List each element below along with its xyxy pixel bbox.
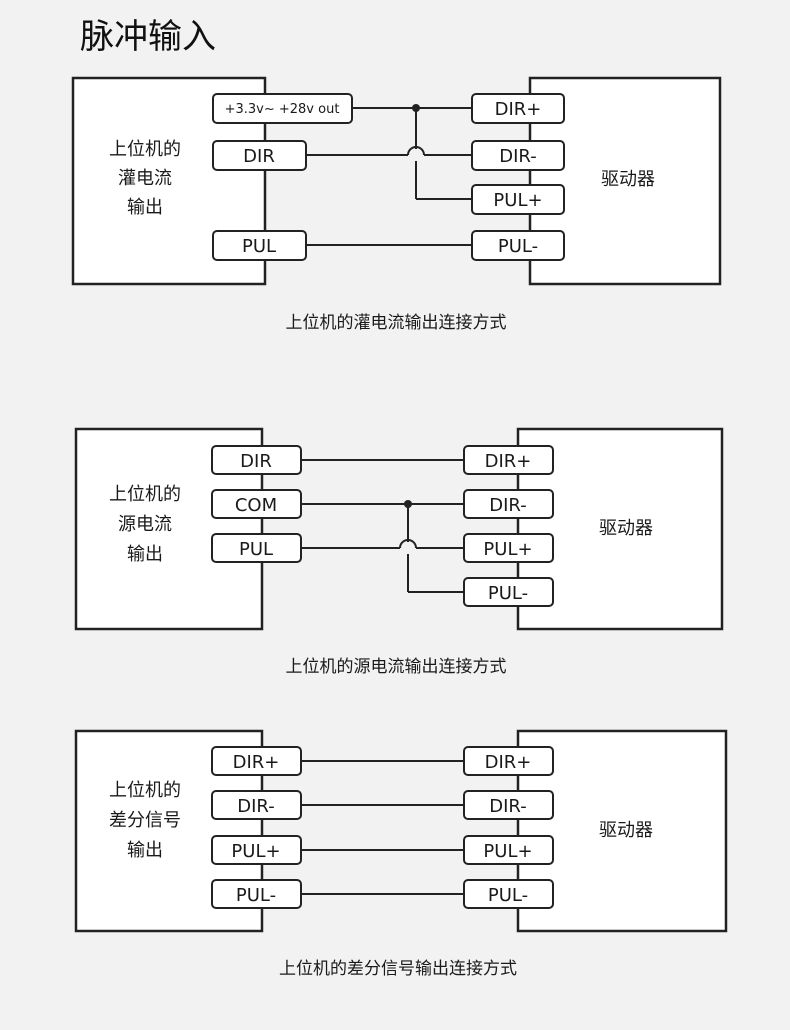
diagram-caption: 上位机的灌电流输出连接方式 (286, 313, 507, 333)
host-pin-label: DIR (240, 451, 272, 472)
host-pin-box (211, 445, 302, 475)
driver-pin-box (471, 184, 565, 215)
host-pin-label: PUL (242, 236, 276, 257)
host-label-line: 差分信号 (109, 810, 181, 831)
junction-dot (404, 500, 412, 508)
host-pin-box (212, 140, 307, 171)
host-label-line: 上位机的 (109, 484, 181, 505)
driver-pin-label: PUL+ (483, 841, 532, 862)
driver-pin-label: PUL+ (493, 190, 542, 211)
host-label-line: 输出 (127, 544, 163, 565)
host-pin-box (211, 746, 302, 776)
host-label-line: 上位机的 (109, 139, 181, 160)
host-pin-label: PUL (239, 539, 273, 560)
host-pin-box (211, 533, 302, 563)
driver-pin-label: DIR- (489, 495, 526, 516)
driver-pin-label: PUL- (498, 236, 538, 257)
wire-crossover (407, 146, 425, 156)
driver-pin-label: PUL- (488, 885, 528, 906)
driver-label: 驱动器 (599, 518, 653, 539)
host-pin-box (212, 230, 307, 261)
diagram-differential (74, 729, 728, 933)
host-label-line: 输出 (127, 840, 163, 861)
driver-pin-label: DIR+ (485, 752, 532, 773)
host-pin-label: COM (235, 495, 277, 516)
driver-pin-box (463, 489, 554, 519)
diagram-caption: 上位机的源电流输出连接方式 (286, 657, 507, 677)
diagram-caption: 上位机的差分信号输出连接方式 (279, 959, 517, 979)
driver-pin-label: PUL+ (483, 539, 532, 560)
driver-pin-box (471, 140, 565, 171)
host-pin-box (212, 93, 353, 124)
wire-crossover (399, 539, 417, 549)
driver-pin-label: DIR- (499, 146, 536, 167)
host-label-line: 上位机的 (109, 780, 181, 801)
page-title: 脉冲输入 (80, 17, 216, 57)
junction-dot (412, 104, 420, 112)
host-label-line: 输出 (127, 197, 163, 218)
driver-pin-box (463, 835, 554, 865)
diagram-source (74, 427, 724, 631)
host-pin-label: DIR+ (233, 752, 280, 773)
host-pin-box (211, 879, 302, 909)
driver-pin-box (463, 790, 554, 820)
driver-pin-label: DIR+ (485, 451, 532, 472)
driver-pin-box (471, 93, 565, 124)
host-pin-label: DIR- (237, 796, 274, 817)
driver-pin-box (463, 533, 554, 563)
diagram-sink (71, 76, 722, 286)
driver-label: 驱动器 (599, 820, 653, 841)
host-pin-box (211, 835, 302, 865)
driver-pin-box (463, 577, 554, 607)
driver-pin-label: DIR- (489, 796, 526, 817)
driver-pin-box (471, 230, 565, 261)
host-label-line: 源电流 (118, 514, 172, 535)
host-pin-box (211, 790, 302, 820)
driver-label: 驱动器 (601, 169, 655, 190)
driver-pin-label: PUL- (488, 583, 528, 604)
host-pin-label: PUL- (236, 885, 276, 906)
host-pin-label: +3.3v~ +28v out (225, 102, 340, 117)
driver-pin-label: DIR+ (495, 99, 542, 120)
host-label-line: 灌电流 (118, 168, 172, 189)
driver-pin-box (463, 746, 554, 776)
driver-pin-box (463, 445, 554, 475)
driver-pin-box (463, 879, 554, 909)
host-pin-label: DIR (243, 146, 275, 167)
host-pin-label: PUL+ (231, 841, 280, 862)
host-pin-box (211, 489, 302, 519)
